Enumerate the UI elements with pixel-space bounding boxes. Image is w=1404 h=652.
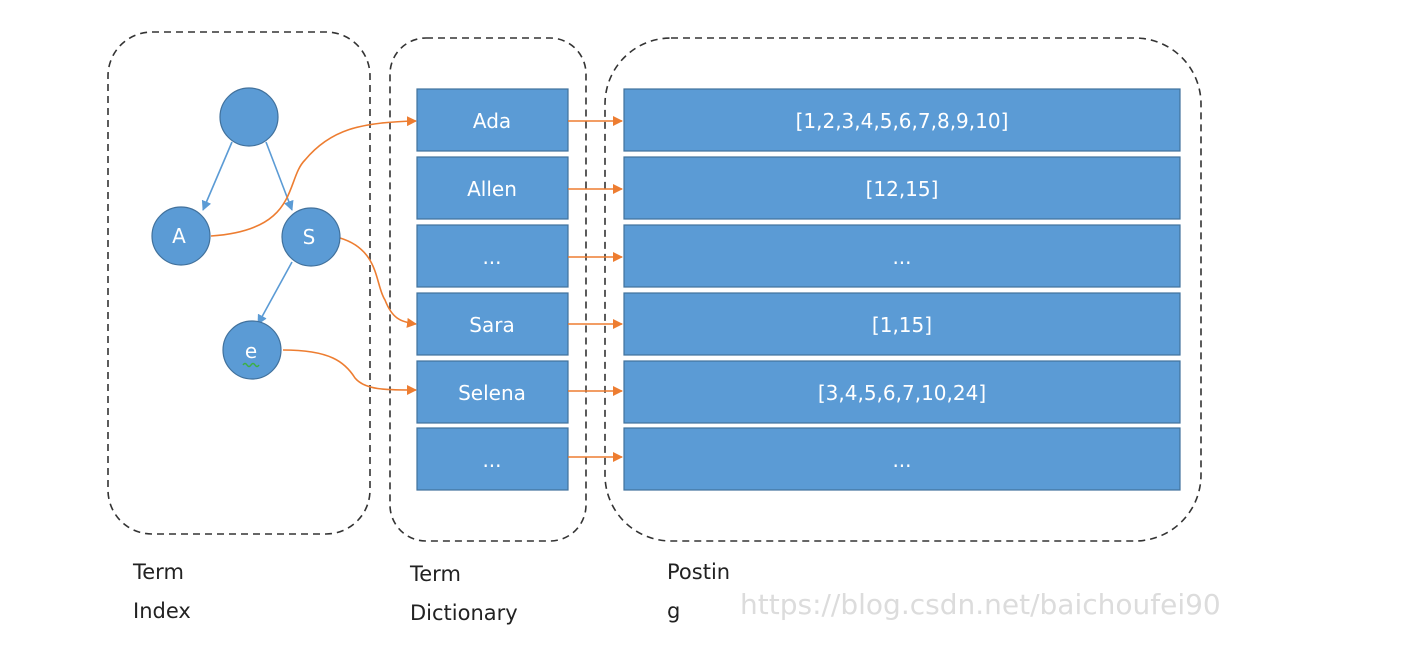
posting-container [604,37,1202,542]
tree-edge-root-s [265,141,294,211]
posting-list: [1,15] [872,313,932,337]
posting-row: ... [623,427,1181,491]
tree-edge-s-e [257,261,293,325]
tree-node-e-label: e [245,339,257,363]
term-index-container [107,31,371,535]
tree-node-s-label: S [303,225,316,249]
posting-caption-line2: g [667,599,681,623]
term-dictionary-caption-line1: Term [410,562,461,586]
posting-list: ... [892,448,911,472]
dictionary-term: Ada [473,109,511,133]
posting-list: ... [892,245,911,269]
posting-row: [1,2,3,4,5,6,7,8,9,10] [623,88,1181,152]
posting-caption: Postin g [667,553,730,631]
term-dictionary-container [389,37,587,542]
dictionary-row: ... [416,427,569,491]
watermark-text: https://blog.csdn.net/baichoufei90 [740,588,1221,621]
term-dictionary-caption-line2: Dictionary [410,601,518,625]
dictionary-term: ... [482,245,501,269]
term-dictionary-caption: Term Dictionary [410,555,518,633]
posting-row: ... [623,224,1181,288]
dictionary-term: Allen [467,177,517,201]
tree-node-a-label: A [172,224,186,248]
posting-caption-line1: Postin [667,560,731,584]
posting-row: [3,4,5,6,7,10,24] [623,360,1181,424]
term-index-caption: Term Index [133,553,191,631]
tree-node-e: e [222,320,282,380]
dictionary-row: Selena [416,360,569,424]
dictionary-term: ... [482,448,501,472]
link-a-to-ada [210,116,417,237]
dictionary-row: Sara [416,292,569,356]
tree-edge-root-a [201,141,233,211]
dictionary-to-posting-arrows [568,116,623,462]
tree-node-a: A [151,206,211,266]
dictionary-row: ... [416,224,569,288]
link-s-to-sara [339,237,417,328]
link-e-to-selena [282,349,417,395]
posting-list: [3,4,5,6,7,10,24] [818,381,986,405]
dictionary-term: Sara [469,313,514,337]
term-dictionary-rows: Ada Allen ... Sara Selena ... [416,88,569,491]
tree-node-s: S [281,207,341,267]
posting-row: [1,15] [623,292,1181,356]
dictionary-row: Ada [416,88,569,152]
tree-node-root [219,87,279,147]
posting-rows: [1,2,3,4,5,6,7,8,9,10] [12,15] ... [1,15… [623,88,1181,491]
dictionary-term: Selena [458,381,526,405]
posting-list: [1,2,3,4,5,6,7,8,9,10] [796,109,1009,133]
spellcheck-squiggle [242,362,260,368]
posting-list: [12,15] [866,177,939,201]
dictionary-row: Allen [416,156,569,220]
term-index-caption-line1: Term [133,560,184,584]
posting-row: [12,15] [623,156,1181,220]
term-index-caption-line2: Index [133,599,191,623]
